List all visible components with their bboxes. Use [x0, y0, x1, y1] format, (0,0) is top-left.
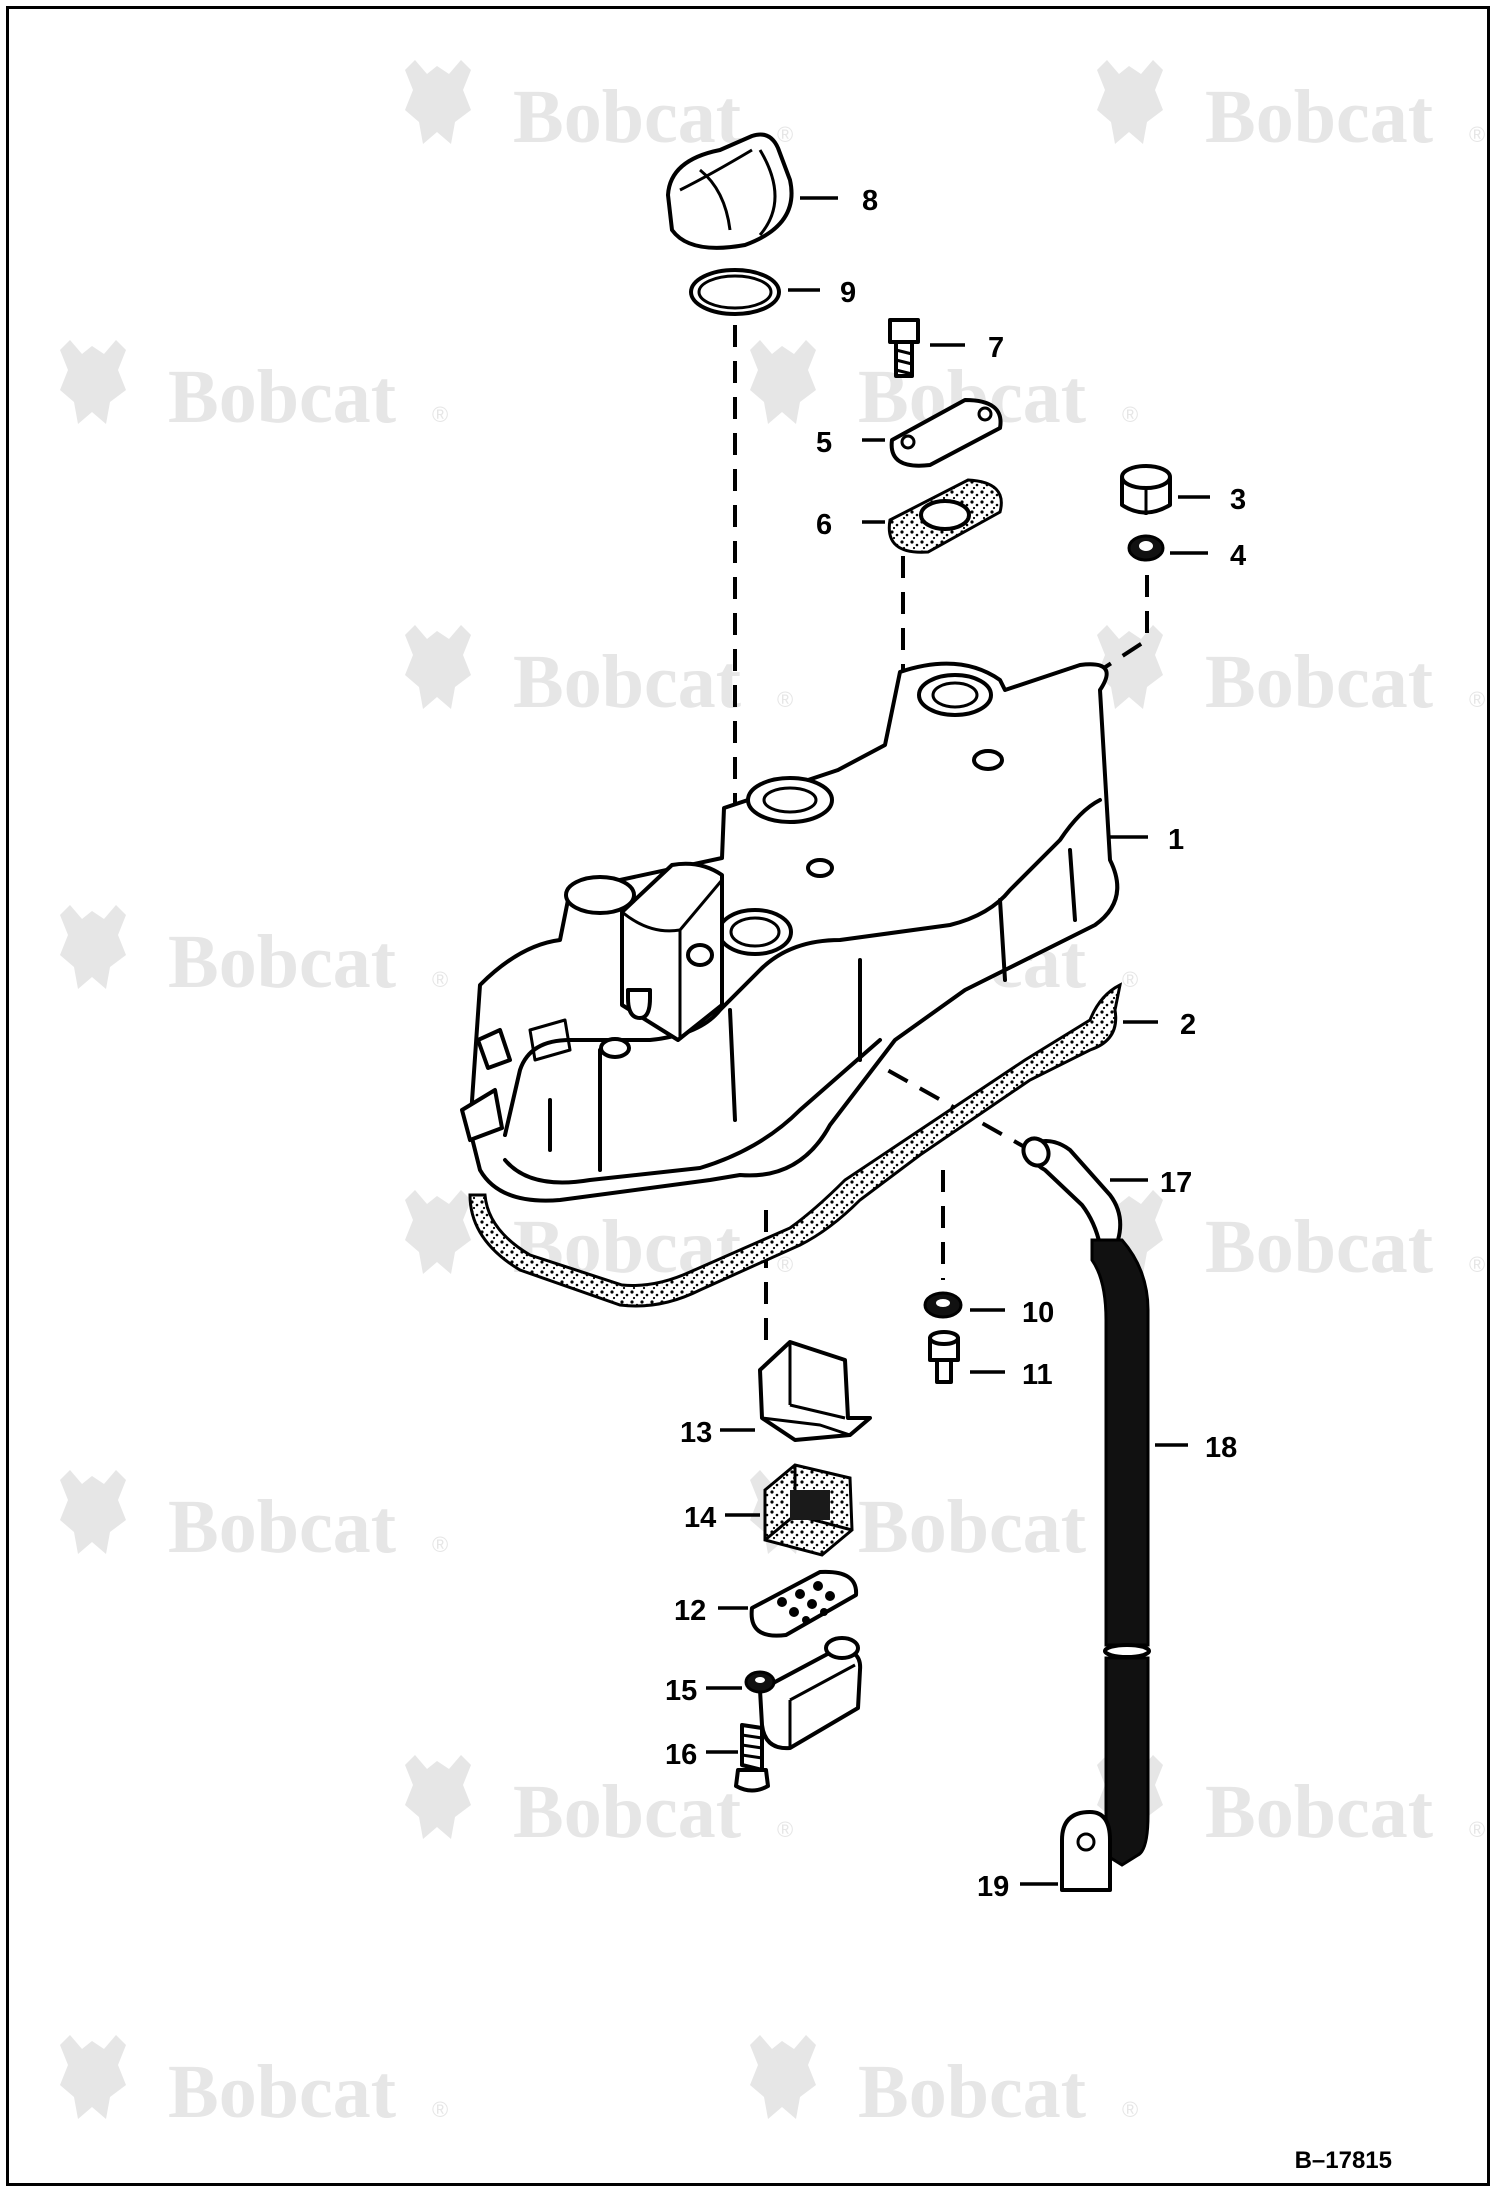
- watermark-registered-mark: ®: [1469, 1817, 1485, 1842]
- bobcat-logo-icon: [60, 2035, 126, 2119]
- part-washer-15: [744, 1670, 776, 1694]
- bobcat-watermark: Bobcat ®: [1097, 625, 1485, 724]
- bobcat-logo-icon: [405, 1755, 471, 1839]
- bobcat-logo-icon: [1097, 60, 1163, 144]
- bobcat-watermark: Bobcat ®: [1097, 1190, 1485, 1289]
- callout-14: 14: [684, 1502, 716, 1534]
- callout-9: 9: [840, 277, 856, 309]
- watermark-brand-text: Bobcat: [168, 355, 396, 439]
- watermark-brand-text: Bobcat: [1205, 640, 1433, 724]
- callout-17: 17: [1160, 1167, 1192, 1199]
- part-retainer-bracket: [758, 1636, 863, 1751]
- callout-10: 10: [1022, 1297, 1054, 1329]
- leader-lines: [706, 196, 1210, 1886]
- part-bolt-11: [928, 1330, 960, 1384]
- watermark-brand-text: Bobcat: [168, 920, 396, 1004]
- part-filter-element: [763, 1463, 854, 1557]
- watermark-brand-text: Bobcat: [168, 2050, 396, 2134]
- part-perforated-plate: [749, 1569, 859, 1638]
- part-tube-clamp: [1060, 1810, 1112, 1892]
- watermark-brand-text: Bobcat: [513, 640, 741, 724]
- watermark-brand-text: Bobcat: [168, 1485, 396, 1569]
- part-cover-plate: [889, 398, 1003, 468]
- part-oil-filler-cap: [666, 132, 794, 250]
- callout-15: 15: [665, 1675, 697, 1707]
- part-cover-gasket: [468, 982, 1123, 1308]
- figure-id: B–17815: [1295, 2147, 1392, 2174]
- watermark-registered-mark: ®: [1469, 122, 1485, 147]
- watermark-brand-text: Bobcat: [513, 75, 741, 159]
- callout-19: 19: [977, 1871, 1009, 1903]
- bobcat-watermark: Bobcat ®: [405, 625, 793, 724]
- part-o-ring: [689, 268, 781, 316]
- watermark-registered-mark: ®: [432, 1532, 448, 1557]
- watermark-registered-mark: ®: [1122, 967, 1138, 992]
- part-valve-cover: [460, 661, 1120, 1203]
- watermark-registered-mark: ®: [777, 1252, 793, 1277]
- watermark-brand-text: Bobcat: [858, 1485, 1086, 1569]
- callout-5: 5: [816, 427, 832, 459]
- watermark-registered-mark: ®: [777, 687, 793, 712]
- part-breather-tube: [1090, 1238, 1151, 1867]
- watermark-registered-mark: ®: [777, 122, 793, 147]
- bobcat-watermark: Bobcat ®: [405, 60, 793, 159]
- callout-18: 18: [1205, 1432, 1237, 1464]
- watermark-registered-mark: ®: [777, 1817, 793, 1842]
- watermark-brand-text: Bobcat: [513, 1770, 741, 1854]
- bobcat-watermark: Bobcat ®: [1097, 1755, 1485, 1854]
- callout-labels: 8 9 7 5 6 3 4 1 2 17 10 11 18 13 14 12 1…: [665, 185, 1246, 1903]
- watermark-registered-mark: ®: [432, 967, 448, 992]
- bobcat-logo-icon: [750, 2035, 816, 2119]
- callout-3: 3: [1230, 484, 1246, 516]
- bobcat-logo-icon: [405, 60, 471, 144]
- callout-13: 13: [680, 1417, 712, 1449]
- callout-2: 2: [1180, 1009, 1196, 1041]
- watermark-brand-text: Bobcat: [1205, 1770, 1433, 1854]
- part-bolt-16: [734, 1723, 770, 1793]
- bobcat-watermark: Bobcat ®: [60, 905, 448, 1004]
- part-bolt-7: [888, 318, 920, 378]
- watermark-brand-text: Bobcat: [1205, 1205, 1433, 1289]
- bobcat-watermark: Bobcat ®: [60, 340, 448, 439]
- callout-8: 8: [862, 185, 878, 217]
- callout-11: 11: [1022, 1359, 1053, 1391]
- watermark-registered-mark: ®: [1469, 687, 1485, 712]
- bobcat-watermark: Bobcat ®: [60, 1470, 448, 1569]
- bobcat-logo-icon: [405, 1190, 471, 1274]
- callout-4: 4: [1230, 540, 1246, 572]
- bobcat-watermark: Bobcat ®: [750, 2035, 1138, 2134]
- watermark-registered-mark: ®: [432, 402, 448, 427]
- part-breather-hose: [1021, 1136, 1123, 1247]
- bobcat-logo-icon: [750, 340, 816, 424]
- watermark-registered-mark: ®: [1122, 402, 1138, 427]
- part-washer-4: [1127, 534, 1165, 562]
- bobcat-logo-icon: [60, 905, 126, 989]
- part-cap-nut: [1120, 464, 1172, 515]
- watermark-registered-mark: ®: [1122, 2097, 1138, 2122]
- part-plate-gasket: [887, 478, 1003, 554]
- bobcat-watermark: Bobcat ®: [60, 2035, 448, 2134]
- callout-6: 6: [816, 509, 832, 541]
- callout-16: 16: [665, 1739, 697, 1771]
- bobcat-logo-icon: [60, 340, 126, 424]
- part-washer-10: [923, 1291, 963, 1319]
- bobcat-watermark: Bobcat ®: [1097, 60, 1485, 159]
- watermark-registered-mark: ®: [1469, 1252, 1485, 1277]
- bobcat-logo-icon: [405, 625, 471, 709]
- callout-7: 7: [988, 332, 1004, 364]
- watermark-registered-mark: ®: [432, 2097, 448, 2122]
- bobcat-logo-icon: [60, 1470, 126, 1554]
- watermark-brand-text: Bobcat: [858, 2050, 1086, 2134]
- callout-12: 12: [674, 1595, 706, 1627]
- callout-1: 1: [1168, 824, 1184, 856]
- part-baffle: [758, 1340, 872, 1442]
- watermark-brand-text: Bobcat: [1205, 75, 1433, 159]
- bobcat-watermark: Bobcat ®: [405, 1755, 793, 1854]
